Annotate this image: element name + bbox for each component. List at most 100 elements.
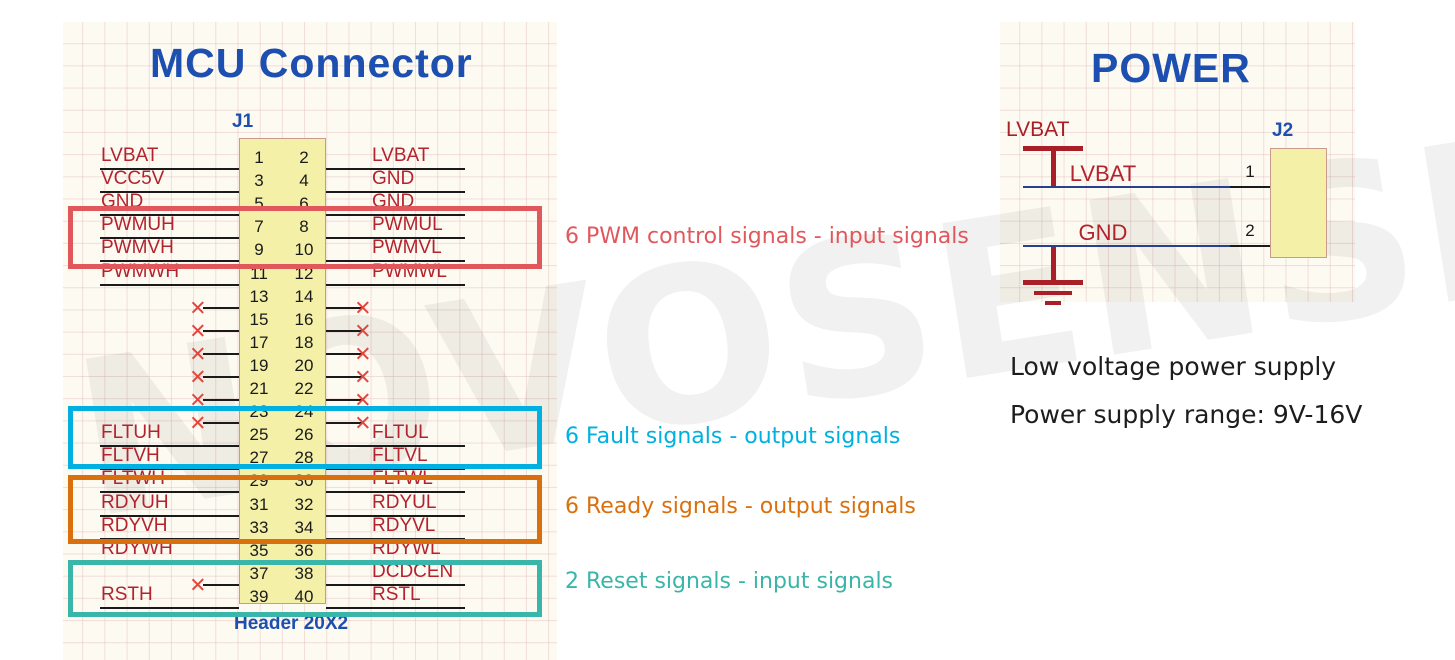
pin-number-17: 17 xyxy=(249,332,269,352)
wire-pin-12 xyxy=(326,283,465,286)
highlight-box-pwm xyxy=(68,206,542,269)
wire-pin-4 xyxy=(326,191,465,194)
net-label-dcdcen-pin-38: DCDCEN xyxy=(372,560,454,582)
annotation-reset: 2 Reset signals - input signals xyxy=(565,569,894,594)
net-label-fltul-pin-26: FLTUL xyxy=(372,422,429,444)
pin-number-16: 16 xyxy=(294,309,314,329)
net-label-rdyvl-pin-34: RDYVL xyxy=(372,514,436,536)
j2-refdes: J2 xyxy=(1272,120,1294,141)
wire-pin-37 xyxy=(203,583,239,586)
net-label-fltuh-pin-25: FLTUH xyxy=(101,422,161,444)
net-label-pwmul-pin-8: PWMUL xyxy=(372,214,443,236)
wire-pin-25 xyxy=(100,445,239,448)
pin-number-38: 38 xyxy=(294,563,314,583)
pin-number-33: 33 xyxy=(249,517,269,537)
net-label-lvbat-pin-1: LVBAT xyxy=(101,145,159,166)
pin-number-36: 36 xyxy=(294,540,314,560)
wire-pin-34 xyxy=(326,537,465,540)
pin-number-7: 7 xyxy=(254,217,264,237)
pin-number-j2-1: 1 xyxy=(1245,162,1255,181)
no-connect-icon-pin-18 xyxy=(355,346,370,361)
wire-pin-6 xyxy=(326,214,465,217)
pin-number-25: 25 xyxy=(249,425,269,445)
no-connect-icon-pin-20 xyxy=(355,369,370,384)
j1-footprint-label: Header 20X2 xyxy=(234,613,349,634)
net-label-pwmvl-pin-10: PWMVL xyxy=(372,237,442,259)
wire-pin-23 xyxy=(203,422,239,425)
j1-connector-body xyxy=(239,138,326,604)
no-connect-icon-pin-15 xyxy=(190,323,205,338)
highlight-box-ready xyxy=(68,475,542,544)
j1-refdes: J1 xyxy=(232,111,254,132)
wire-pin-10 xyxy=(326,260,465,263)
pin-number-27: 27 xyxy=(249,448,269,468)
gnd-power-symbol xyxy=(1023,246,1083,308)
net-label-fltvl-pin-28: FLTVL xyxy=(372,445,428,467)
pin-number-10: 10 xyxy=(294,240,314,260)
net-label-gnd-j2: GND xyxy=(1078,220,1128,245)
no-connect-icon-pin-14 xyxy=(355,300,370,315)
wire-pin-32 xyxy=(326,514,465,517)
annotation-fault: 6 Fault signals - output signals xyxy=(565,424,901,449)
pin-number-2: 2 xyxy=(299,148,309,167)
wire-pin-14 xyxy=(326,306,362,309)
annotation-pwm: 6 PWM control signals - input signals xyxy=(565,224,969,249)
wire-pin-15 xyxy=(203,329,239,332)
pin-number-1: 1 xyxy=(254,148,264,167)
net-label-rstl-pin-40: RSTL xyxy=(372,583,421,605)
wire-pin-24 xyxy=(326,422,362,425)
wire-pin-13 xyxy=(203,306,239,309)
lvbat-power-symbol xyxy=(1023,146,1083,188)
power-note-1: Low voltage power supply xyxy=(1010,352,1337,381)
highlight-box-fault xyxy=(68,406,542,469)
pin-number-15: 15 xyxy=(249,309,269,329)
net-label-lvbat-pin-2: LVBAT xyxy=(372,145,430,166)
wire-pin-30 xyxy=(326,491,465,494)
power-title: POWER xyxy=(1091,45,1251,91)
no-connect-icon-pin-16 xyxy=(355,323,370,338)
wire-pin-26 xyxy=(326,445,465,448)
highlight-box-reset xyxy=(68,560,542,617)
net-label-fltvh-pin-27: FLTVH xyxy=(101,445,160,467)
pin-number-j2-2: 2 xyxy=(1245,221,1255,240)
pin-number-32: 32 xyxy=(294,494,314,514)
wire-pin-2 xyxy=(326,168,465,170)
pin-number-5: 5 xyxy=(254,194,264,214)
wire-pin-17 xyxy=(203,352,239,355)
pin-number-28: 28 xyxy=(294,448,314,468)
wire-pin-31 xyxy=(100,514,239,517)
pin-number-31: 31 xyxy=(249,494,269,514)
wire-pin-40 xyxy=(326,606,465,609)
no-connect-icon-pin-21 xyxy=(190,392,205,407)
j2-connector-body xyxy=(1270,148,1327,258)
wire-pin-11 xyxy=(100,283,239,286)
wire-pin-39 xyxy=(100,606,239,609)
pin-number-37: 37 xyxy=(249,563,269,583)
no-connect-icon-pin-13 xyxy=(190,300,205,315)
no-connect-icon-pin-22 xyxy=(355,392,370,407)
wire-j2-pin-1 xyxy=(1230,186,1270,188)
wire-pin-38 xyxy=(326,583,465,586)
wire-pin-9 xyxy=(100,260,239,263)
wire-pin-1 xyxy=(100,168,239,170)
pin-number-39: 39 xyxy=(249,586,269,606)
wire-pin-5 xyxy=(100,214,239,217)
pin-number-21: 21 xyxy=(249,379,269,398)
pin-number-18: 18 xyxy=(294,332,314,352)
pin-number-35: 35 xyxy=(249,540,269,560)
wire-pin-33 xyxy=(100,537,239,540)
net-label-rsth-pin-39: RSTH xyxy=(101,583,153,605)
annotation-ready: 6 Ready signals - output signals xyxy=(565,494,916,519)
net-label-rdyvh-pin-33: RDYVH xyxy=(101,514,168,536)
wire-pin-19 xyxy=(203,375,239,378)
wire-pin-27 xyxy=(100,468,239,471)
net-label-gnd-pin-4: GND xyxy=(372,168,415,190)
mcu-title: MCU Connector xyxy=(150,40,473,86)
net-wire-gnd xyxy=(1023,245,1245,247)
pin-number-9: 9 xyxy=(254,240,264,260)
no-connect-icon-pin-17 xyxy=(190,346,205,361)
wire-pin-22 xyxy=(326,399,362,401)
wire-pin-16 xyxy=(326,329,362,332)
pin-number-4: 4 xyxy=(299,171,309,191)
